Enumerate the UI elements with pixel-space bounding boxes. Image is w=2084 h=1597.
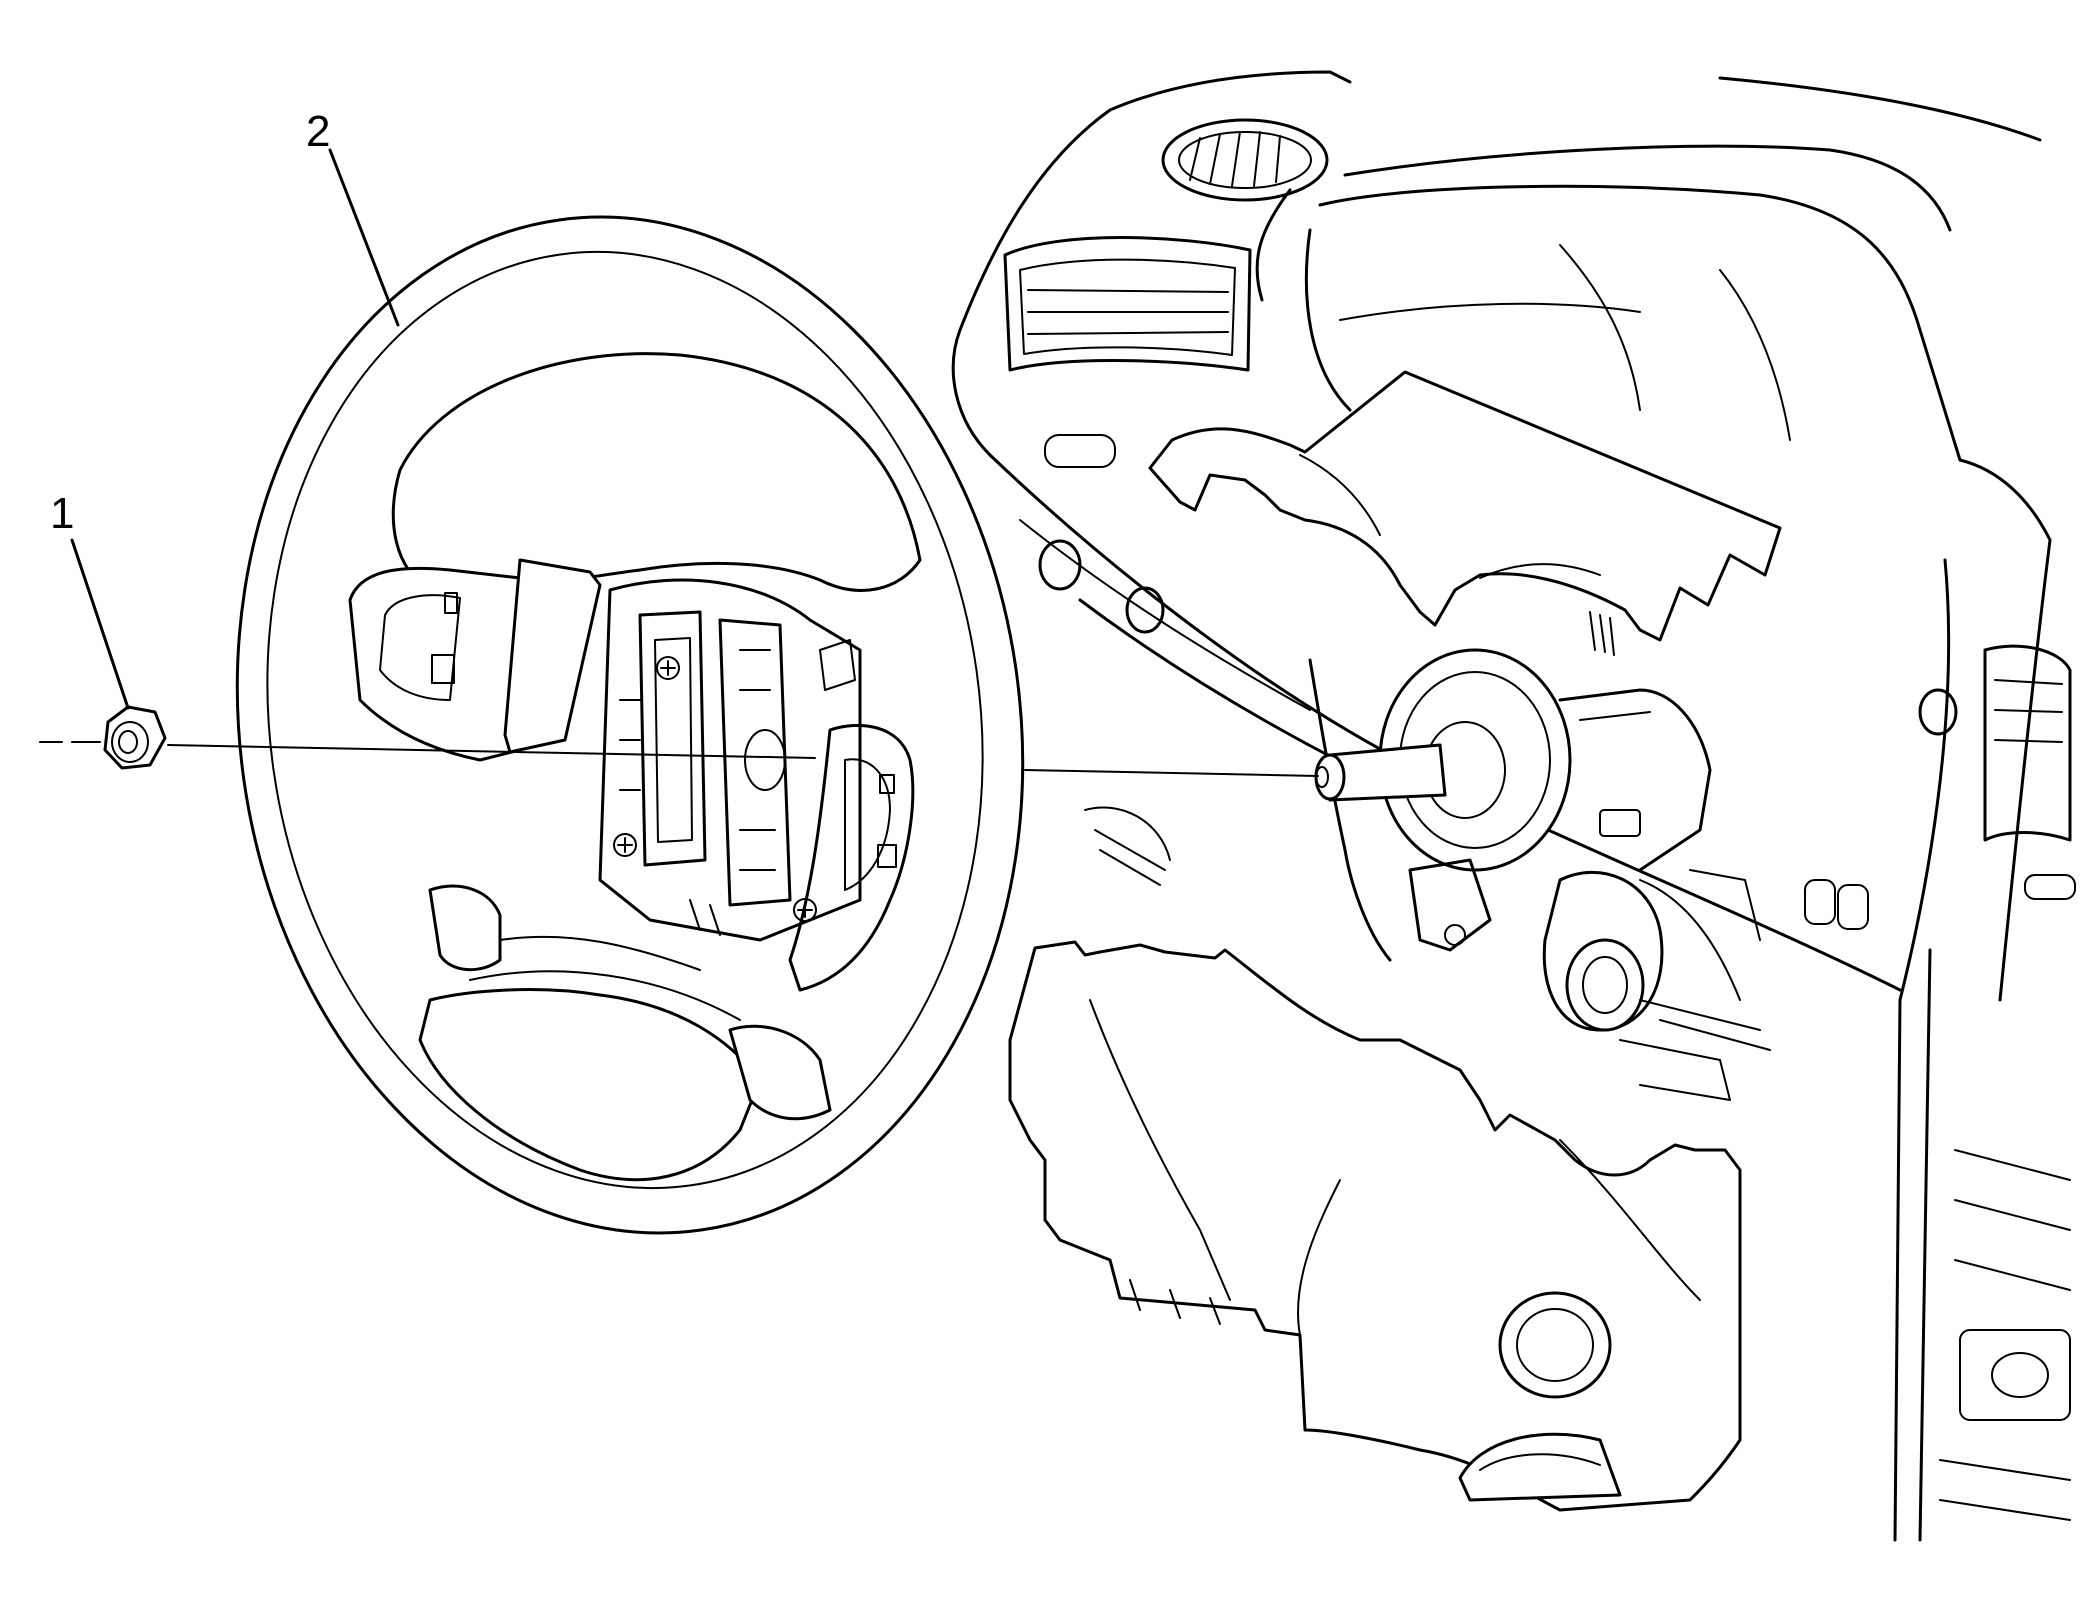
upper-air-vent [1161, 118, 1329, 202]
dash-switches [1038, 539, 1958, 930]
steering-wheel [235, 215, 1025, 1235]
upper-column-shroud [1148, 370, 1782, 656]
callout-1-label: 1 [50, 489, 74, 538]
right-side-air-vent [1983, 644, 2076, 900]
left-side-air-vent [1003, 236, 1252, 468]
steering-column [1308, 648, 1761, 1032]
callout-1-leader [70, 538, 130, 710]
steering-wheel-nut [103, 705, 167, 770]
knee-bolster-trim [1084, 806, 1771, 1101]
lower-column-shroud [1008, 940, 1742, 1512]
instrument-panel [951, 70, 2052, 1542]
callout-2-leader [328, 148, 400, 327]
callout-2-label: 2 [306, 107, 330, 156]
assembly-centerline [39, 741, 1319, 777]
center-stack [1918, 948, 2071, 1542]
